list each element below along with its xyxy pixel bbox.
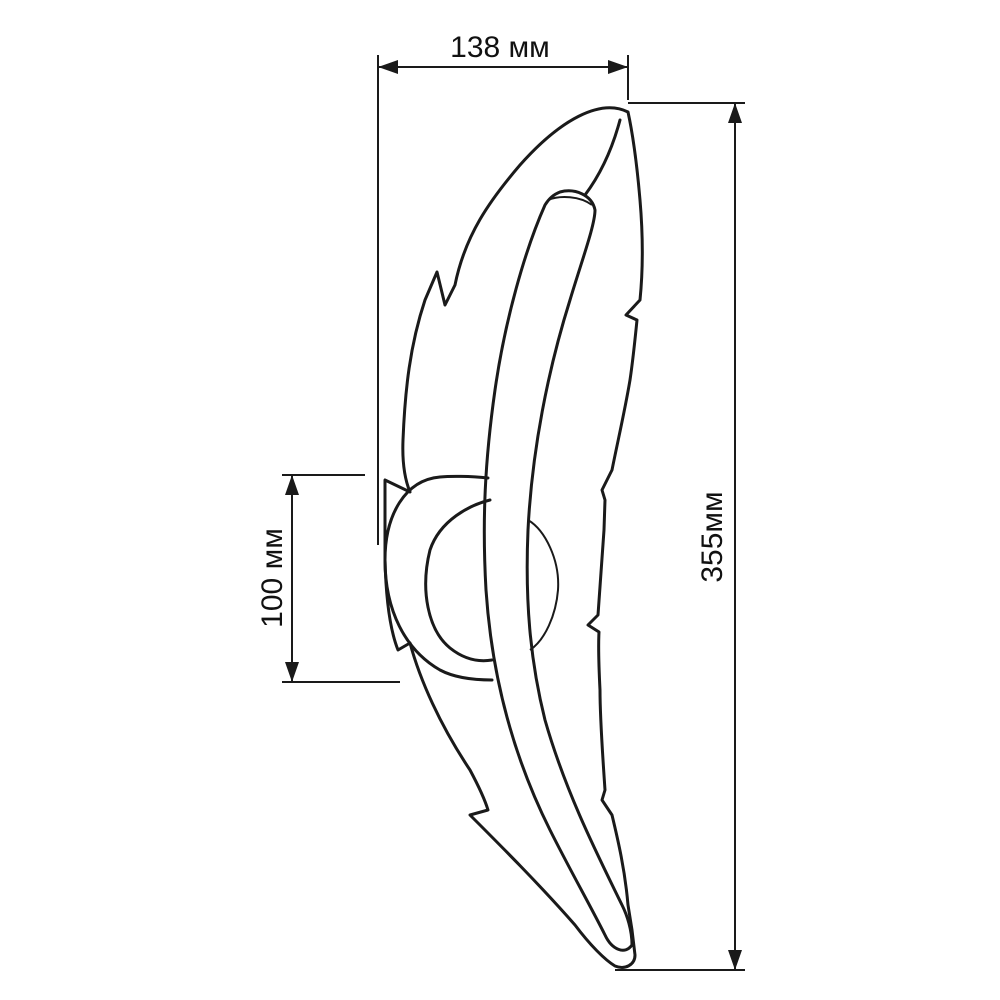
leaf-tip-inner [583, 118, 622, 197]
width-arrow-left [378, 60, 398, 74]
width-arrow-right [608, 60, 628, 74]
wall-base-front [383, 474, 494, 682]
wall-base-disc [527, 519, 560, 651]
wall-base-inner [424, 498, 494, 663]
rib-top-cap [547, 196, 593, 206]
height-arrow-bottom [728, 950, 742, 970]
width-label: 138 мм [450, 31, 550, 64]
base-arrow-top [285, 475, 299, 495]
base-arrow-bottom [285, 662, 299, 682]
height-arrow-top [728, 103, 742, 123]
leaf-outline [383, 106, 644, 969]
height-label: 355мм [696, 491, 729, 582]
leaf-rib [482, 189, 634, 952]
base-label: 100 мм [256, 528, 289, 628]
